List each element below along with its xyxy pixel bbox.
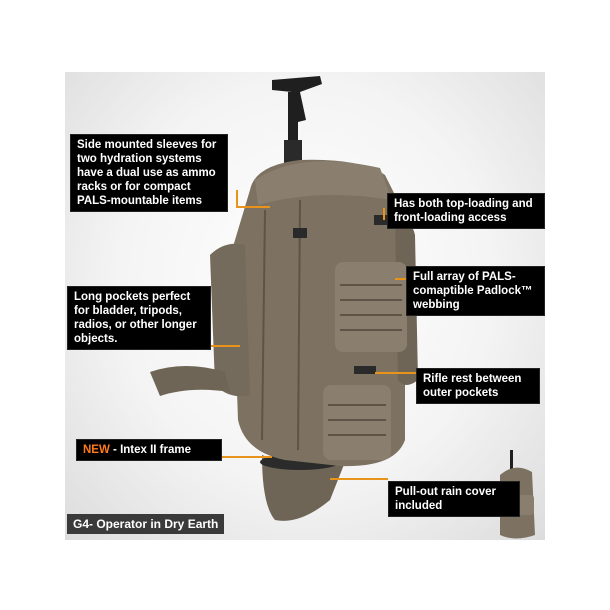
callout-rain-cover: Pull-out rain cover included (388, 481, 520, 517)
leader-top-loading (383, 208, 385, 220)
callout-top-loading: Has both top-loading and front-loading a… (387, 193, 545, 229)
leader-rain-cover (330, 478, 388, 480)
buckle (374, 215, 388, 225)
front-pocket-upper (335, 262, 407, 352)
product-caption: G4- Operator in Dry Earth (67, 514, 225, 534)
pack-lid (255, 161, 392, 205)
hip-belt (150, 366, 230, 396)
leader-side-sleeves-h (236, 206, 270, 208)
callout-pals-webbing: Full array of PALS-comaptible Padlock™ w… (406, 266, 545, 316)
callout-long-pockets: Long pockets perfect for bladder, tripod… (67, 286, 211, 350)
new-badge: NEW (83, 444, 110, 456)
leader-intex (222, 456, 272, 458)
rifle-stock (272, 76, 322, 122)
frame-cover (262, 455, 345, 521)
rifle-barrel (288, 92, 298, 172)
callout-intex-frame: NEW - Intex II frame (76, 439, 222, 461)
front-pocket-lower (323, 385, 391, 460)
leader-side-sleeves (236, 190, 238, 208)
buckle (354, 366, 376, 374)
leader-pals (395, 278, 410, 280)
callout-side-sleeves: Side mounted sleeves for two hydration s… (70, 134, 228, 212)
side-pocket-left (210, 243, 250, 397)
buckle (293, 228, 307, 238)
leader-rifle-rest (375, 372, 417, 374)
intex-frame-label: - Intex II frame (109, 444, 192, 456)
callout-rifle-rest: Rifle rest between outer pockets (416, 368, 540, 404)
leader-long-pockets (208, 345, 240, 347)
